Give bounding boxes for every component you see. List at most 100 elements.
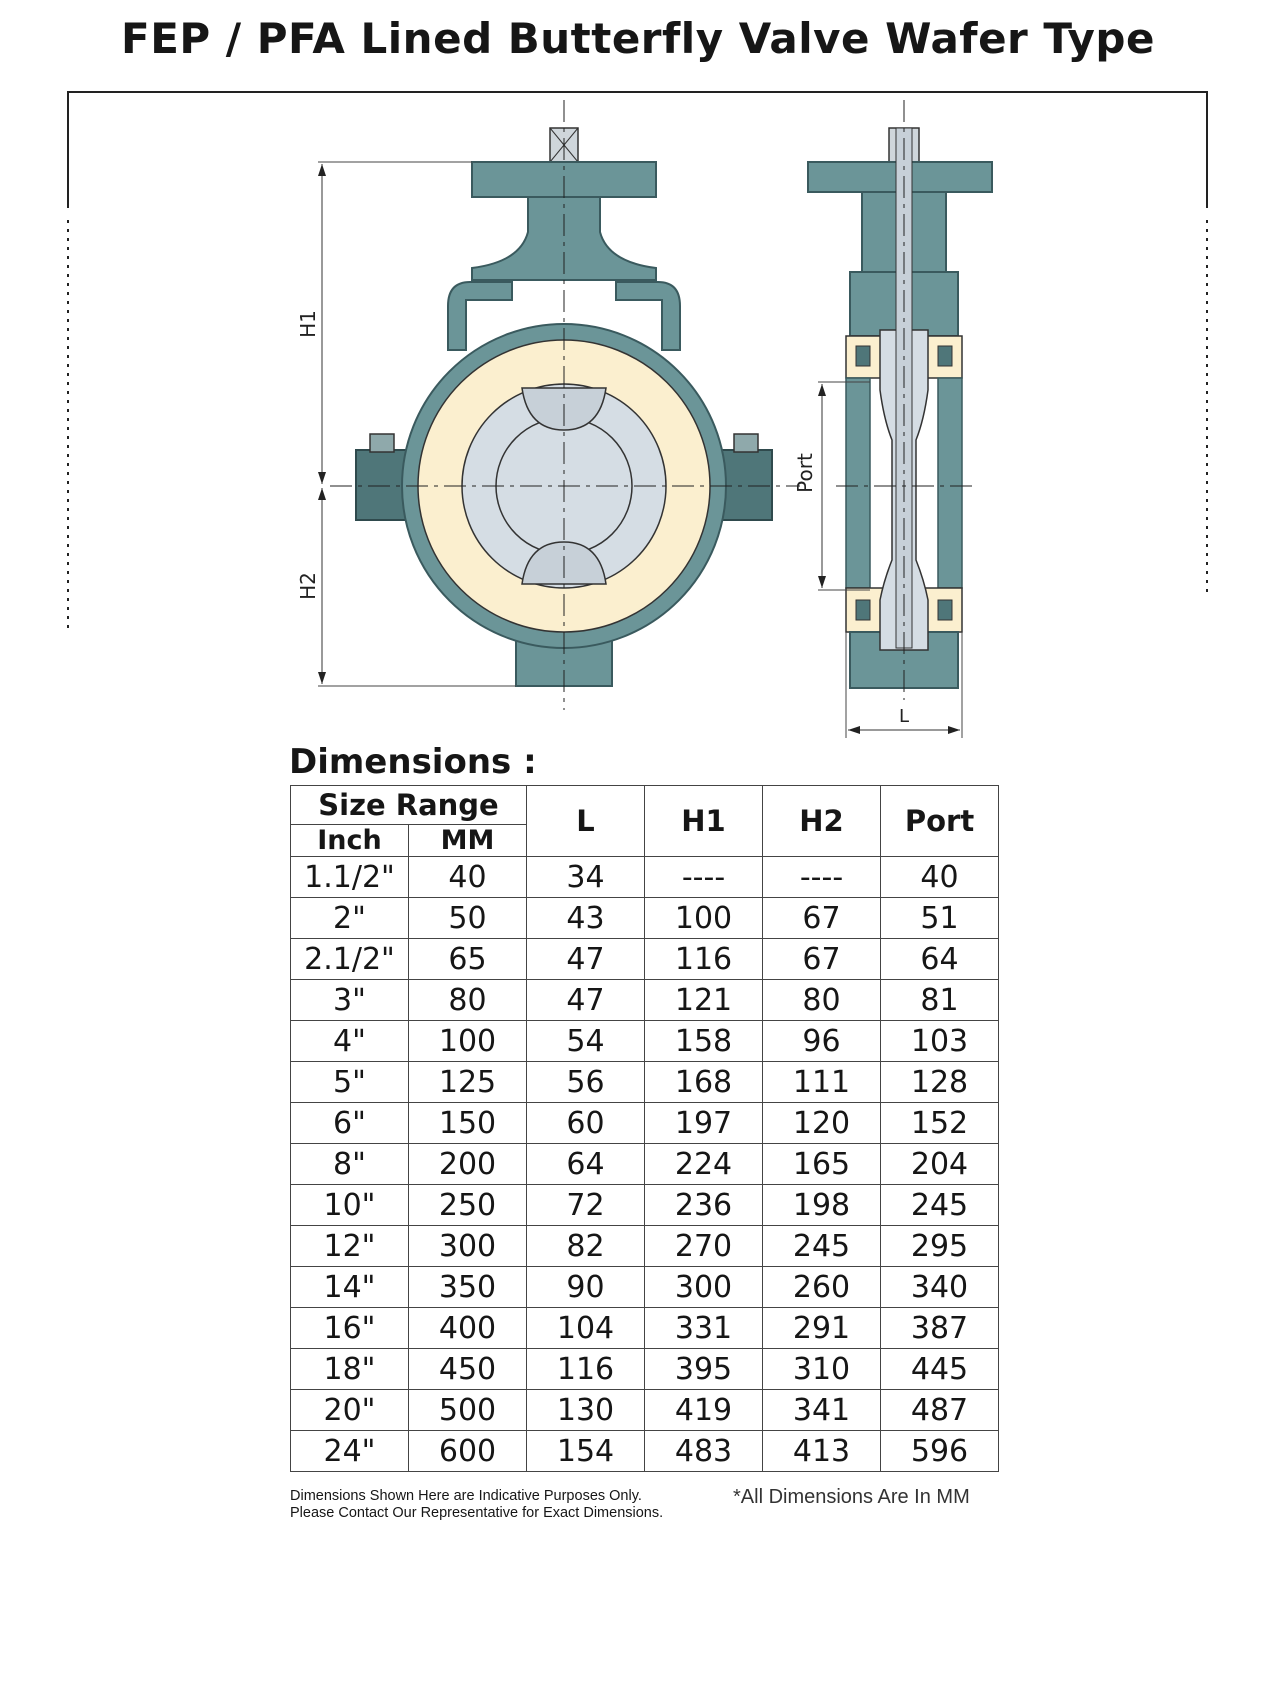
cell-inch: 8" [290, 1143, 409, 1185]
cell-l: 90 [526, 1266, 646, 1308]
dimensions-table: Size Range L H1 H2 Port Inch MM 1.1/2"40… [289, 785, 1000, 1472]
disclaimer-line-1: Dimensions Shown Here are Indicative Pur… [290, 1488, 642, 1504]
cell-port: 487 [880, 1389, 1000, 1431]
cell-mm: 300 [407, 1225, 528, 1267]
cell-mm: 50 [407, 897, 528, 939]
cell-mm: 450 [407, 1348, 528, 1390]
dimensions-heading: Dimensions : [289, 742, 537, 782]
cell-l: 56 [526, 1061, 646, 1103]
cell-mm: 150 [407, 1102, 528, 1144]
cell-port: 128 [880, 1061, 1000, 1103]
units-note: *All Dimensions Are In MM [733, 1486, 970, 1508]
disclaimer-line-2: Please Contact Our Representative for Ex… [290, 1505, 664, 1521]
cell-inch: 24" [290, 1430, 409, 1472]
cell-h2: 165 [762, 1143, 882, 1185]
disclaimer-note: Dimensions Shown Here are Indicative Pur… [290, 1488, 663, 1522]
front-view [318, 100, 800, 710]
cell-mm: 400 [407, 1307, 528, 1349]
cell-mm: 600 [407, 1430, 528, 1472]
cell-mm: 250 [407, 1184, 528, 1226]
cell-port: 245 [880, 1184, 1000, 1226]
cell-inch: 4" [290, 1020, 409, 1062]
cell-port: 40 [880, 856, 1000, 898]
cell-port: 295 [880, 1225, 1000, 1267]
cell-l: 43 [526, 897, 646, 939]
cell-h1: 419 [644, 1389, 764, 1431]
cell-port: 204 [880, 1143, 1000, 1185]
cell-inch: 16" [290, 1307, 409, 1349]
cell-l: 154 [526, 1430, 646, 1472]
cell-h2: 67 [762, 938, 882, 980]
cell-mm: 100 [407, 1020, 528, 1062]
cell-port: 596 [880, 1430, 1000, 1472]
cell-h2: ---- [762, 856, 882, 898]
h1-header: H1 [644, 785, 764, 857]
cell-l: 34 [526, 856, 646, 898]
cell-h2: 413 [762, 1430, 882, 1472]
cell-h2: 198 [762, 1184, 882, 1226]
cell-inch: 20" [290, 1389, 409, 1431]
cell-mm: 500 [407, 1389, 528, 1431]
cell-l: 47 [526, 979, 646, 1021]
cell-inch: 10" [290, 1184, 409, 1226]
cell-port: 51 [880, 897, 1000, 939]
cell-port: 387 [880, 1307, 1000, 1349]
cell-h2: 67 [762, 897, 882, 939]
cell-h2: 310 [762, 1348, 882, 1390]
cell-h1: 168 [644, 1061, 764, 1103]
cell-mm: 80 [407, 979, 528, 1021]
cell-mm: 125 [407, 1061, 528, 1103]
cell-inch: 1.1/2" [290, 856, 409, 898]
cell-h1: 300 [644, 1266, 764, 1308]
cell-l: 82 [526, 1225, 646, 1267]
cell-port: 64 [880, 938, 1000, 980]
drawing-frame [67, 91, 1208, 630]
cell-l: 72 [526, 1184, 646, 1226]
cell-h1: 158 [644, 1020, 764, 1062]
cell-l: 47 [526, 938, 646, 980]
cell-port: 340 [880, 1266, 1000, 1308]
cell-h2: 80 [762, 979, 882, 1021]
port-label: Port [793, 453, 817, 493]
mm-header: MM [407, 824, 528, 857]
valve-drawing: H1 H2 [296, 100, 993, 738]
cell-mm: 200 [407, 1143, 528, 1185]
cell-port: 81 [880, 979, 1000, 1021]
cell-inch: 5" [290, 1061, 409, 1103]
h2-header: H2 [762, 785, 882, 857]
cell-h2: 341 [762, 1389, 882, 1431]
cell-h1: ---- [644, 856, 764, 898]
cell-h1: 331 [644, 1307, 764, 1349]
cell-h2: 111 [762, 1061, 882, 1103]
cell-h1: 395 [644, 1348, 764, 1390]
cell-h1: 197 [644, 1102, 764, 1144]
cell-h1: 121 [644, 979, 764, 1021]
side-view [807, 100, 993, 738]
cell-mm: 40 [407, 856, 528, 898]
cell-port: 103 [880, 1020, 1000, 1062]
cell-mm: 350 [407, 1266, 528, 1308]
cell-inch: 18" [290, 1348, 409, 1390]
cell-h1: 224 [644, 1143, 764, 1185]
cell-h2: 260 [762, 1266, 882, 1308]
inch-header: Inch [290, 824, 409, 857]
cell-inch: 2.1/2" [290, 938, 409, 980]
cell-inch: 3" [290, 979, 409, 1021]
cell-h1: 100 [644, 897, 764, 939]
cell-h2: 96 [762, 1020, 882, 1062]
table-subheader-row: Inch MM [290, 824, 999, 857]
